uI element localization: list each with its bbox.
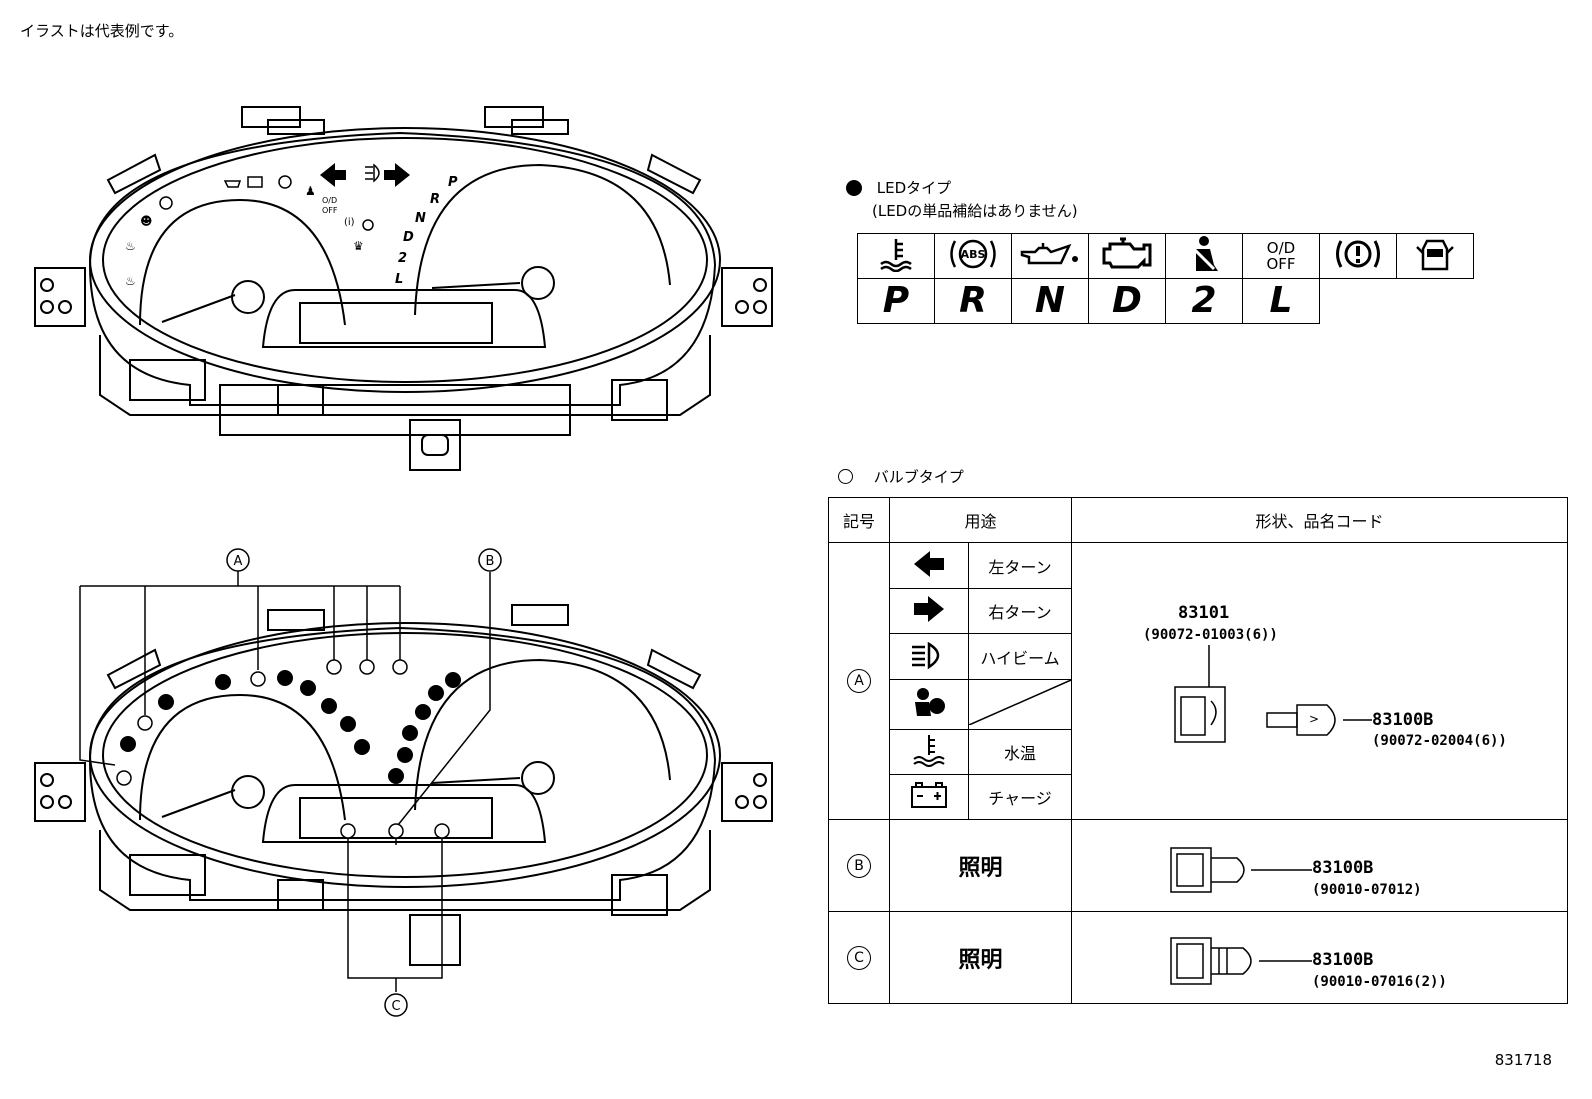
row-c-symbol: C [828,911,890,1004]
part-bulb-number: 83100B [1372,709,1434,730]
row-a-airbag-blank [968,679,1072,730]
row-a-high-beam-label: ハイビーム [968,633,1072,680]
gear-d: D [1088,278,1166,324]
oil-pressure-icon [1011,233,1089,279]
row-a-part-cell: 83101 (90072-01003(6)) > 83100B ( [1071,542,1568,820]
bulb-legend-title: バルブタイプ [873,468,964,486]
row-c-part-number: 83100B [1312,950,1374,970]
row-b-part-cell: 83100B (90010-07012) [1071,819,1568,912]
svg-text:>: > [1309,712,1319,726]
svg-text:♛: ♛ [353,239,364,253]
svg-text:☻: ☻ [140,214,153,228]
abs-icon: ABS [934,233,1012,279]
callout-c-label: C [391,999,400,1014]
bulb-legend: バルブタイプ [838,466,964,487]
row-b-part-code: (90010-07012) [1312,882,1422,898]
row-b-symbol: B [828,819,890,912]
gear-letter-2: 2 [398,251,407,266]
led-icon-grid: ABS O/D OFF P R N D 2 L [857,233,1474,324]
left-turn-icon [889,542,969,589]
gear-letter-r: R [430,192,440,207]
cluster-top-drawing: ♨ ♨ ☻ ♟ O/D OFF (i) ♛ P R N D 2 L [34,106,773,471]
gear-r: R [934,278,1012,324]
seatbelt-icon [1165,233,1243,279]
row-a-left-turn-label: 左ターン [968,542,1072,589]
gear-letter-l: L [395,272,403,287]
filled-dot-icon [846,179,862,196]
wedge-bulb-c-drawing [1170,937,1312,985]
gear-letter-d: D [403,230,414,245]
svg-text:(i): (i) [344,217,355,228]
svg-text:♟: ♟ [305,184,316,198]
abs-icon-text: ABS [961,248,986,261]
gear-n: N [1011,278,1089,324]
illustration-note: イラストは代表例です。 [20,22,184,40]
row-b-part-number: 83100B [1312,858,1374,878]
open-dot-icon [838,469,853,484]
row-c-part-cell: 83100B (90010-07016(2)) [1071,911,1568,1004]
header-symbol: 記号 [828,497,890,543]
socket-and-bulb-drawing: > [1174,644,1372,743]
row-c-usage: 照明 [889,911,1072,1004]
row-a-battery-label: チャージ [968,774,1072,820]
airbag-icon [889,679,969,730]
gear-letter-p: P [448,175,458,190]
check-engine-icon [1088,233,1166,279]
part-bulb-code: (90072-02004(6)) [1372,732,1507,749]
led-legend: LEDタイプ [846,177,951,198]
svg-text:OFF: OFF [322,206,338,215]
row-a-water-temp-label: 水温 [968,729,1072,775]
battery-icon [889,774,969,820]
callout-a-label: A [234,554,243,569]
led-legend-title: LEDタイプ [876,179,952,197]
gear-2: 2 [1165,278,1243,324]
row-b-usage: 照明 [889,819,1072,912]
wedge-bulb-b-drawing [1170,847,1312,893]
door-ajar-icon [1396,233,1474,279]
od-off-icon: O/D OFF [1242,233,1320,279]
led-legend-subtitle: (LEDの単品補給はありません) [872,202,1078,220]
row-a-symbol: A [828,542,890,820]
figure-code: 831718 [1494,1051,1552,1069]
gear-l: L [1242,278,1320,324]
callout-b-label: B [486,554,495,569]
brake-icon [1319,233,1397,279]
row-a-right-turn-label: 右ターン [968,588,1072,634]
od-off-line1: O/D [1266,239,1296,257]
bulb-table: 記号 用途 形状、品名コード A 左ターン 83101 (90072-01003… [828,497,1568,1004]
row-c-part-code: (90010-07016(2)) [1312,974,1447,990]
water-temp-icon [857,233,935,279]
svg-text:O/D: O/D [322,196,337,205]
right-turn-icon [889,588,969,634]
od-off-line2: OFF [1266,255,1296,273]
water-temp-icon-row [889,729,969,775]
high-beam-icon [889,633,969,680]
part-socket-code: (90072-01003(6)) [1143,626,1278,643]
cluster-bottom-drawing: A B C [34,548,773,1017]
header-shape: 形状、品名コード [1071,497,1568,543]
gear-letter-n: N [415,211,426,226]
svg-text:♨: ♨ [125,239,136,253]
header-usage: 用途 [889,497,1072,543]
svg-text:♨: ♨ [125,274,136,288]
part-socket-number: 83101 [1178,602,1230,623]
gear-p: P [857,278,935,324]
